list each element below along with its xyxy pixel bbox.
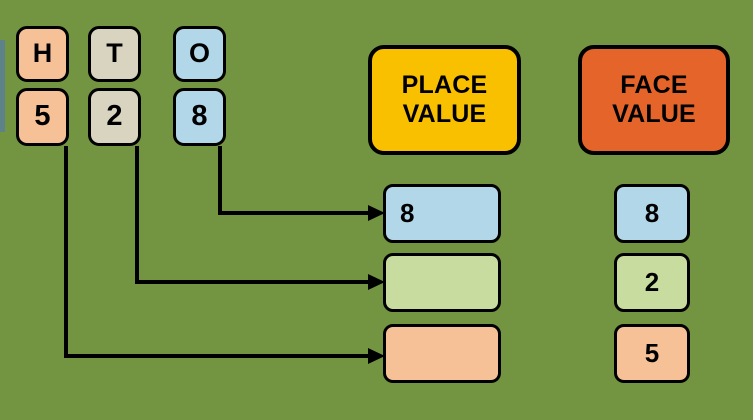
face-value-slot-3-value: 5 [644,337,660,368]
place-value-slot-1-value: 8 [400,197,415,228]
face-value-slot-3[interactable]: 5 [614,324,690,383]
place-header-ones[interactable]: O [173,26,226,82]
place-value-slot-3[interactable] [383,324,501,383]
face-value-slot-1-value: 8 [644,197,660,228]
face-value-title-card: FACE VALUE [578,45,730,155]
place-header-hundreds[interactable]: H [16,26,69,82]
place-value-slot-1[interactable]: 8 [383,184,501,243]
digit-tens-value: 2 [106,100,123,133]
connector-tens-to-slot2 [135,146,368,284]
place-value-title-line1: PLACE [401,71,488,100]
digit-tens[interactable]: 2 [88,88,141,146]
face-value-slot-1[interactable]: 8 [614,184,690,243]
digit-hundreds-value: 5 [34,100,51,133]
face-value-title-line1: FACE [620,71,688,100]
face-value-slot-2-value: 2 [644,266,660,297]
place-header-tens[interactable]: T [88,26,141,82]
face-value-slot-2[interactable]: 2 [614,253,690,312]
place-header-hundreds-label: H [32,38,53,69]
face-value-title-line2: VALUE [612,100,696,128]
place-header-ones-label: O [188,38,210,69]
digit-hundreds[interactable]: 5 [16,88,69,146]
digit-ones[interactable]: 8 [173,88,226,146]
digit-ones-value: 8 [191,100,208,133]
connector-ones-to-slot1 [218,146,368,215]
place-value-title-card: PLACE VALUE [368,45,521,155]
connector-hundreds-to-slot3 [64,146,368,358]
place-value-title-line2: VALUE [402,100,487,128]
place-header-tens-label: T [106,38,123,69]
left-edge-strip [0,40,5,132]
place-value-slot-2[interactable] [383,253,501,312]
